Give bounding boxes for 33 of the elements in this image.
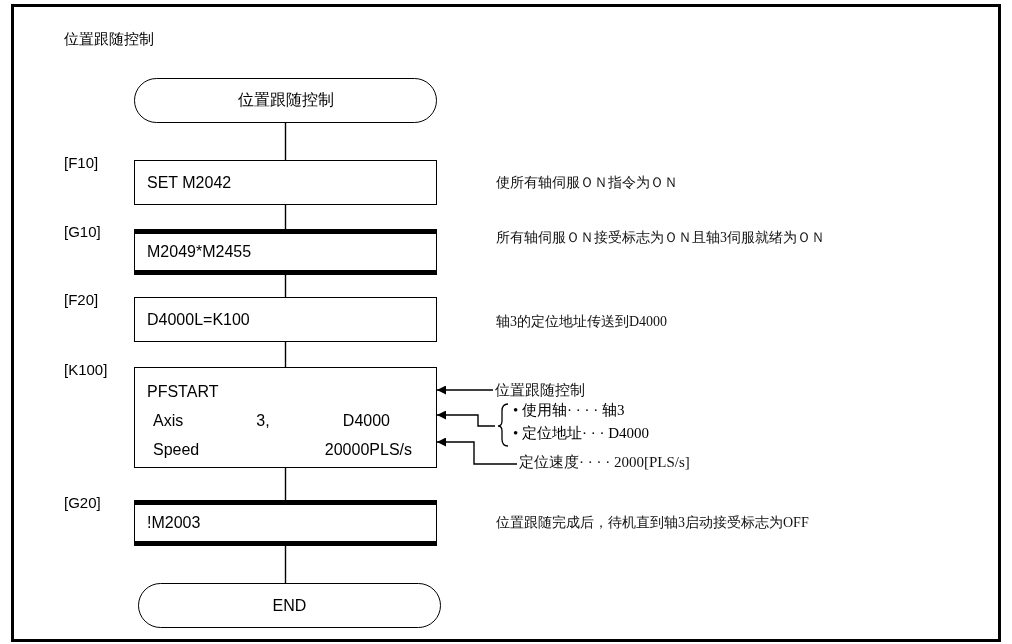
process-box: D4000L=K100 (134, 297, 437, 342)
connector-line (284, 122, 287, 161)
connector-line (284, 274, 287, 298)
step-label: [K100] (64, 361, 108, 378)
diagram-title: 位置跟随控制 (64, 30, 154, 49)
step-comment: 使所有轴伺服ＯＮ指令为ＯＮ (496, 174, 679, 192)
wait-box: !M2003 (134, 500, 437, 546)
leader-arrow (436, 437, 518, 465)
annotation-text: • 定位地址· · · D4000 (513, 424, 650, 443)
leader-arrow (436, 385, 494, 395)
annotation-text: • 使用轴· · · · 轴3 (513, 401, 625, 420)
step-comment: 轴3的定位地址传送到D4000 (496, 313, 669, 331)
connector-line (284, 341, 287, 368)
step-comment: 所有轴伺服ＯＮ接受标志为ＯＮ且轴3伺服就绪为ＯＮ (496, 229, 826, 247)
code-line: Axis 3, D4000 (153, 411, 390, 431)
step-label: [F10] (64, 154, 99, 171)
process-box: SET M2042 (134, 160, 437, 205)
wait-box: M2049*M2455 (134, 229, 437, 275)
code-line: Speed 20000PLS/s (153, 440, 412, 460)
code-line: PFSTART (147, 382, 220, 402)
leader-arrow (436, 410, 496, 427)
step-label: [F20] (64, 291, 99, 308)
terminal-shape: END (138, 583, 441, 628)
connector-line (284, 467, 287, 501)
terminal-shape: 位置跟随控制 (134, 78, 437, 123)
step-label: [G10] (64, 223, 101, 240)
annotation-text: 位置跟随控制 (495, 380, 605, 400)
process-box (134, 367, 437, 468)
annotation-text: 定位速度· · · · 2000[PLS/s] (519, 452, 719, 474)
connector-line (284, 545, 287, 584)
step-label: [G20] (64, 494, 101, 511)
connector-line (284, 204, 287, 230)
step-comment: 位置跟随完成后，待机直到轴3启动接受标志为OFF (496, 514, 810, 532)
